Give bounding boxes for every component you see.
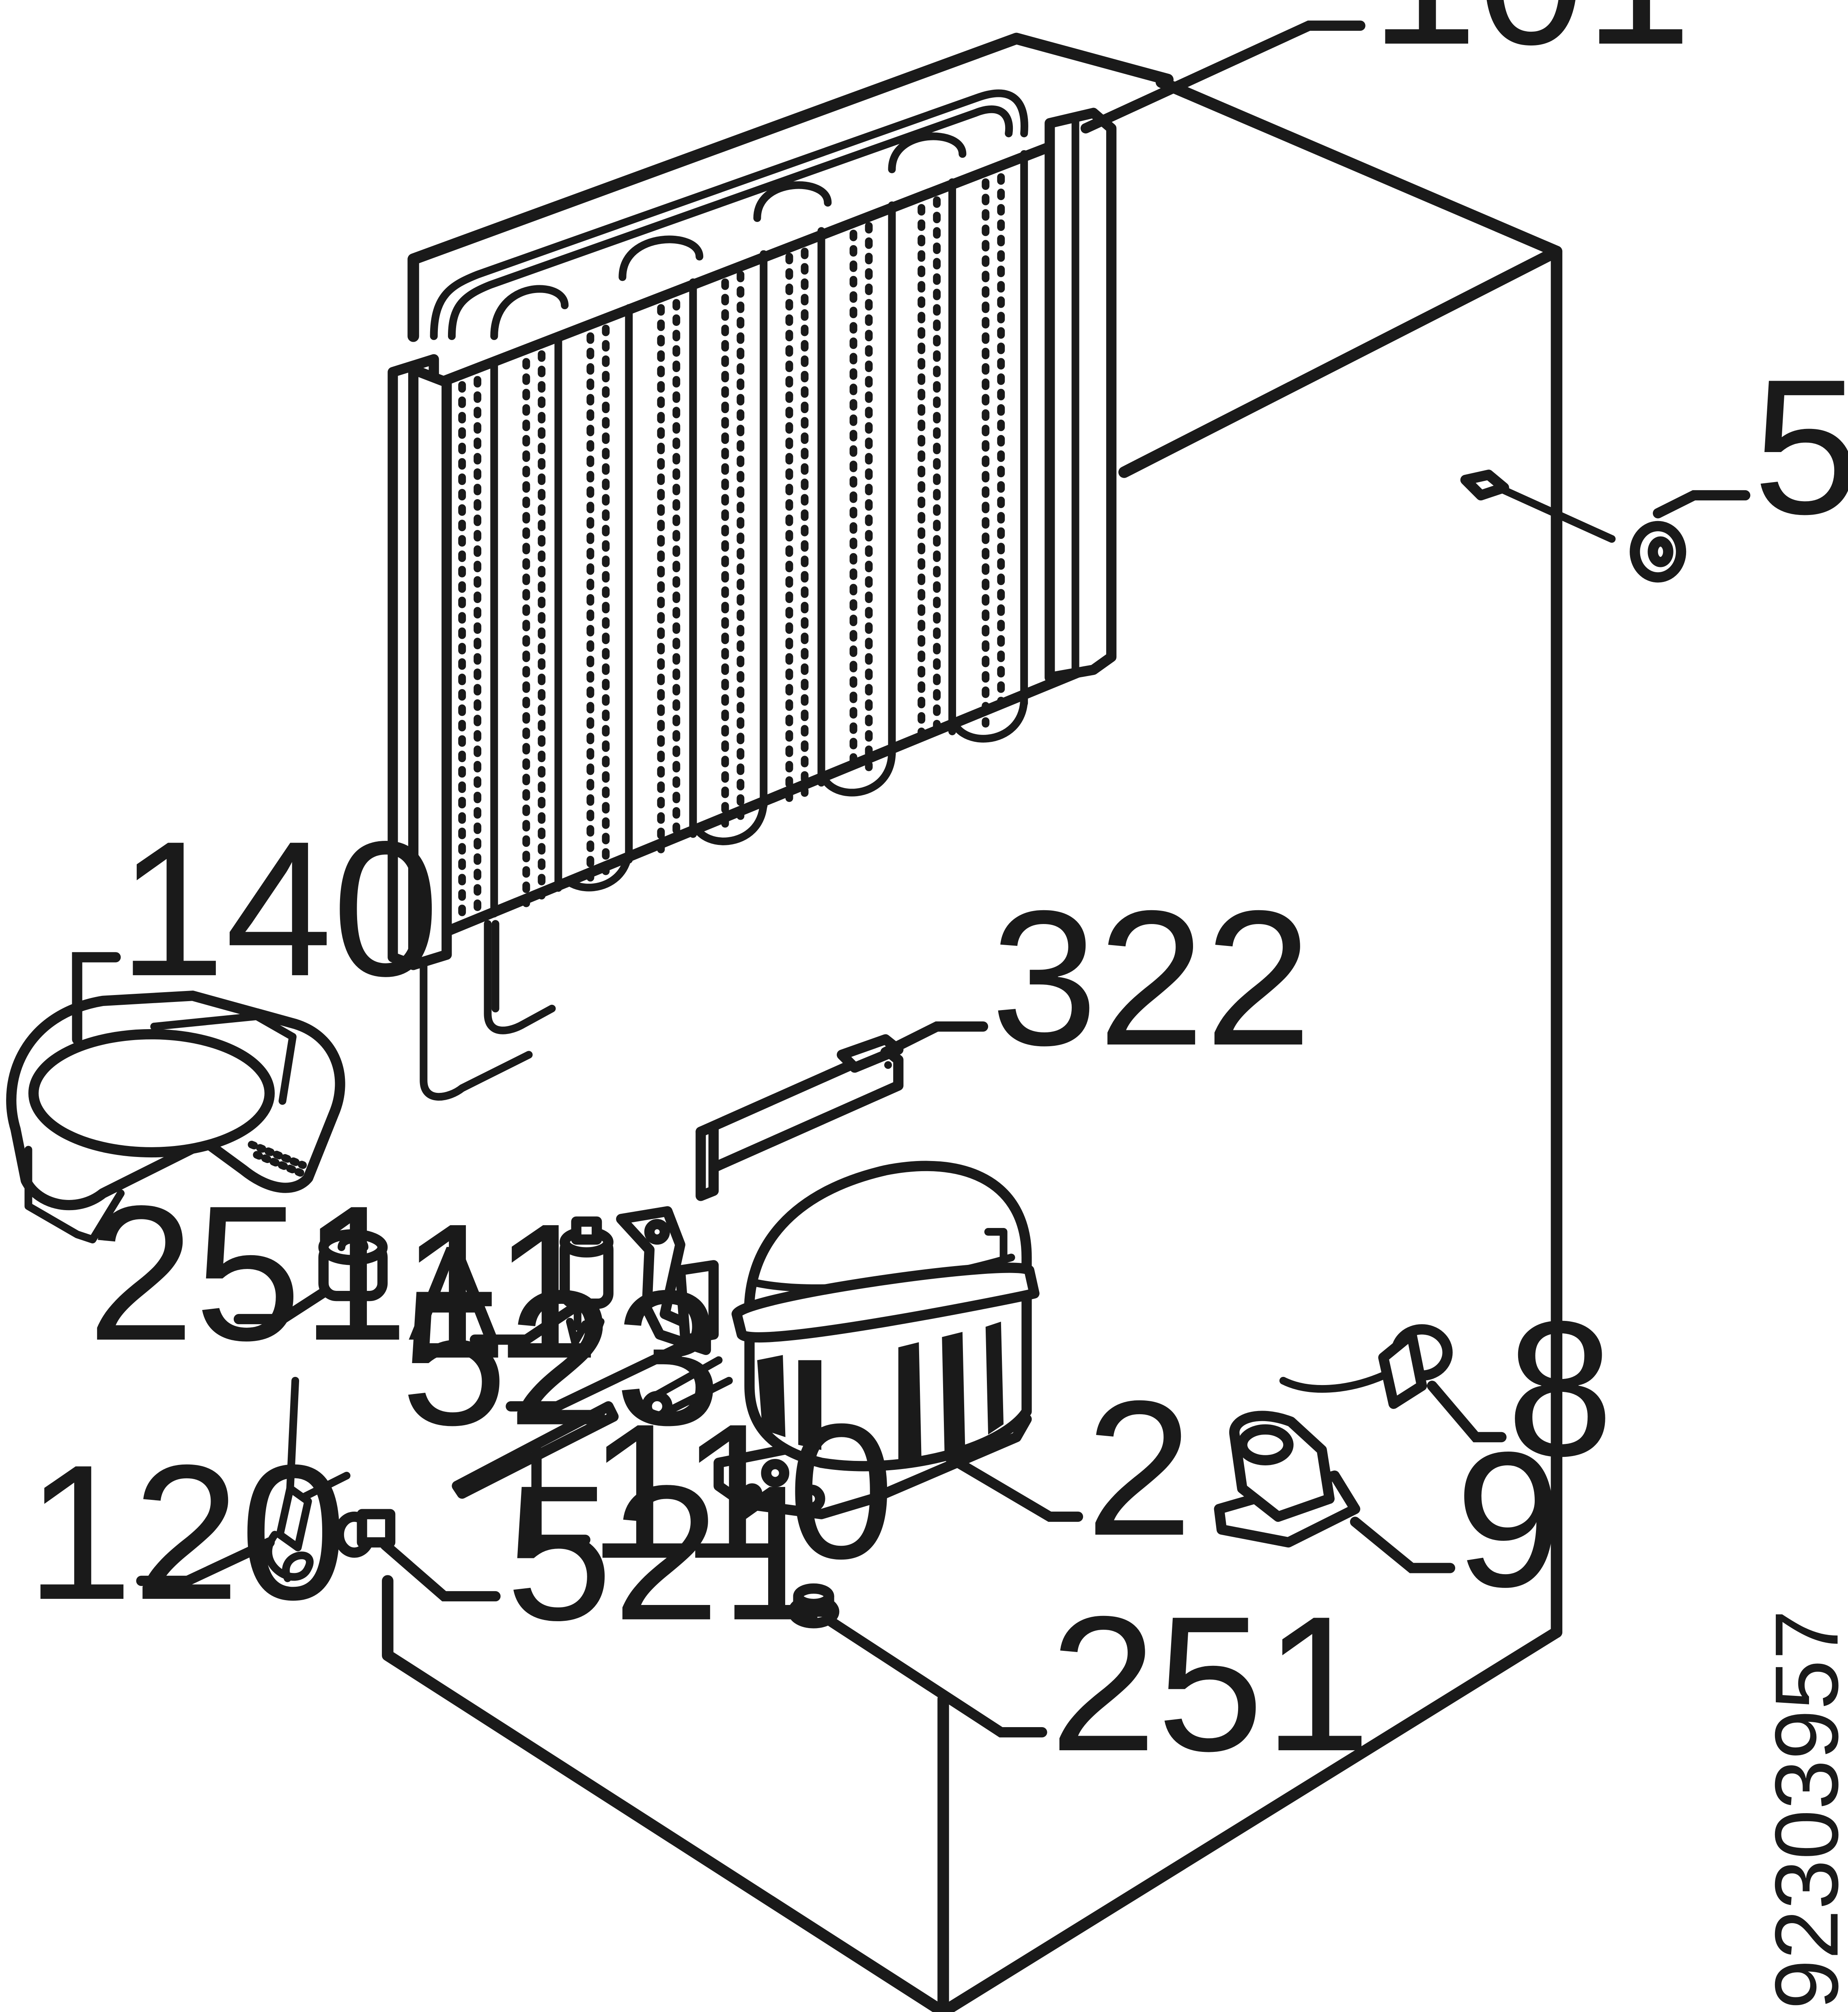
callout-140: 140 <box>118 801 439 1016</box>
callout-110: 110 <box>588 1384 895 1599</box>
grommet-251-part <box>788 1583 840 1629</box>
callout-120: 120 <box>26 1425 347 1640</box>
condenser-fins <box>458 142 1072 928</box>
heater-cable-120-part <box>264 1377 351 1582</box>
cabinet-outline <box>382 32 1563 2012</box>
relay-9-part <box>1214 1411 1361 1548</box>
callout-101: 101 <box>1370 0 1691 85</box>
callout-2: 2 <box>1086 1361 1193 1576</box>
callout-8: 8 <box>1507 1281 1614 1496</box>
callout-9: 9 <box>1455 1412 1562 1627</box>
callout-251a: 251A <box>87 1165 499 1381</box>
callout-251: 251 <box>1050 1576 1371 1791</box>
door-switch-584-part <box>1460 470 1686 583</box>
plug-521-part <box>334 1509 396 1558</box>
grommet-251a-part <box>318 1229 388 1301</box>
callout-labels: 101 584 140 322 251A 11 523 8 110 2 9 12… <box>26 0 1848 1791</box>
drip-tray-part <box>6 991 345 1243</box>
starter-11-part <box>559 1216 614 1346</box>
callout-11: 11 <box>401 1183 600 1398</box>
relay-bracket-523-part <box>616 1206 719 1355</box>
leader-lines <box>72 20 1751 1738</box>
bracket-part <box>696 1034 904 1201</box>
callout-584: 584 <box>1753 339 1848 554</box>
thermal-protector-8-part <box>1279 1324 1453 1409</box>
compressor-part <box>642 1161 1040 1519</box>
callout-322: 322 <box>991 870 1312 1086</box>
callout-521: 521 <box>506 1445 827 1660</box>
document-number: 92303957 <box>1756 1610 1848 2010</box>
condenser-part <box>388 89 1117 1101</box>
callout-523: 523 <box>401 1250 722 1465</box>
